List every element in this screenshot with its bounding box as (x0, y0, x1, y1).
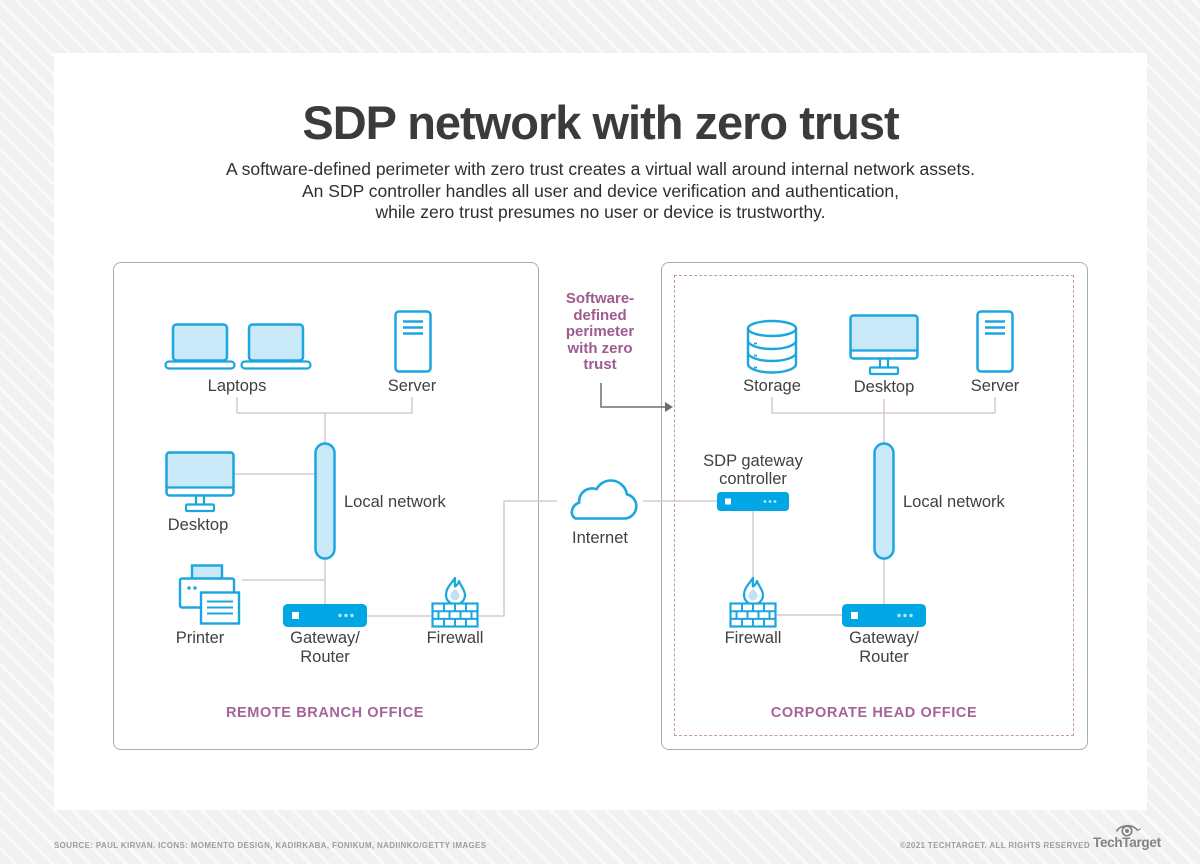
firewall-icon (729, 576, 777, 628)
laptop-icon-1 (164, 323, 236, 370)
subtitle-line: while zero trust presumes no user or dev… (375, 202, 826, 222)
gateway-router-label: Gateway/ Router (849, 629, 919, 666)
local-network-label: Local network (903, 493, 1005, 511)
desktop-label: Desktop (167, 516, 229, 534)
server-label: Server (387, 377, 437, 395)
page-subtitle: A software-defined perimeter with zero t… (54, 159, 1147, 224)
remote-branch-office-box (113, 262, 539, 750)
footer-copyright: ©2021 TECHTARGET. ALL RIGHTS RESERVED (899, 841, 1090, 850)
storage-icon (746, 319, 798, 374)
sdp-gateway-controller-icon (717, 492, 789, 511)
eye-icon (1115, 824, 1141, 837)
printer-label: Printer (175, 629, 225, 647)
remote-office-title: REMOTE BRANCH OFFICE (225, 705, 425, 721)
firewall-label: Firewall (724, 629, 782, 647)
gateway-router-icon (842, 604, 926, 627)
footer-source: SOURCE: PAUL KIRVAN. ICONS: MOMENTO DESI… (54, 841, 487, 850)
internet-label: Internet (572, 529, 628, 547)
server-icon (394, 310, 432, 373)
storage-label: Storage (743, 377, 801, 395)
local-network-icon (873, 442, 895, 560)
server-icon (976, 310, 1014, 373)
corporate-head-office-box (661, 262, 1088, 750)
subtitle-line: A software-defined perimeter with zero t… (226, 159, 975, 179)
local-network-label: Local network (344, 493, 446, 511)
perimeter-callout: Software- defined perimeter with zero tr… (565, 290, 635, 373)
server-label: Server (970, 377, 1020, 395)
desktop-icon (849, 314, 919, 376)
perimeter-arrow (600, 383, 673, 412)
internet-cloud-icon (556, 467, 644, 529)
printer-icon (178, 564, 242, 626)
firewall-icon (431, 576, 479, 628)
techtarget-wordmark: TechTarget (1093, 835, 1161, 850)
subtitle-line: An SDP controller handles all user and d… (302, 180, 899, 201)
infographic-card (54, 53, 1147, 810)
desktop-label: Desktop (853, 378, 915, 396)
techtarget-logo: TechTarget (1093, 820, 1161, 850)
corporate-office-title: CORPORATE HEAD OFFICE (770, 705, 978, 721)
local-network-icon (314, 442, 336, 560)
sdp-perimeter-dashed-border (674, 275, 1074, 736)
sdp-gateway-controller-label: SDP gateway controller (703, 452, 803, 488)
desktop-icon (165, 451, 235, 513)
laptop-icon-2 (240, 323, 312, 370)
firewall-label: Firewall (426, 629, 484, 647)
page-title: SDP network with zero trust (302, 96, 899, 149)
laptops-label: Laptops (207, 377, 267, 395)
gateway-router-icon (283, 604, 367, 627)
gateway-router-label: Gateway/ Router (290, 629, 360, 666)
